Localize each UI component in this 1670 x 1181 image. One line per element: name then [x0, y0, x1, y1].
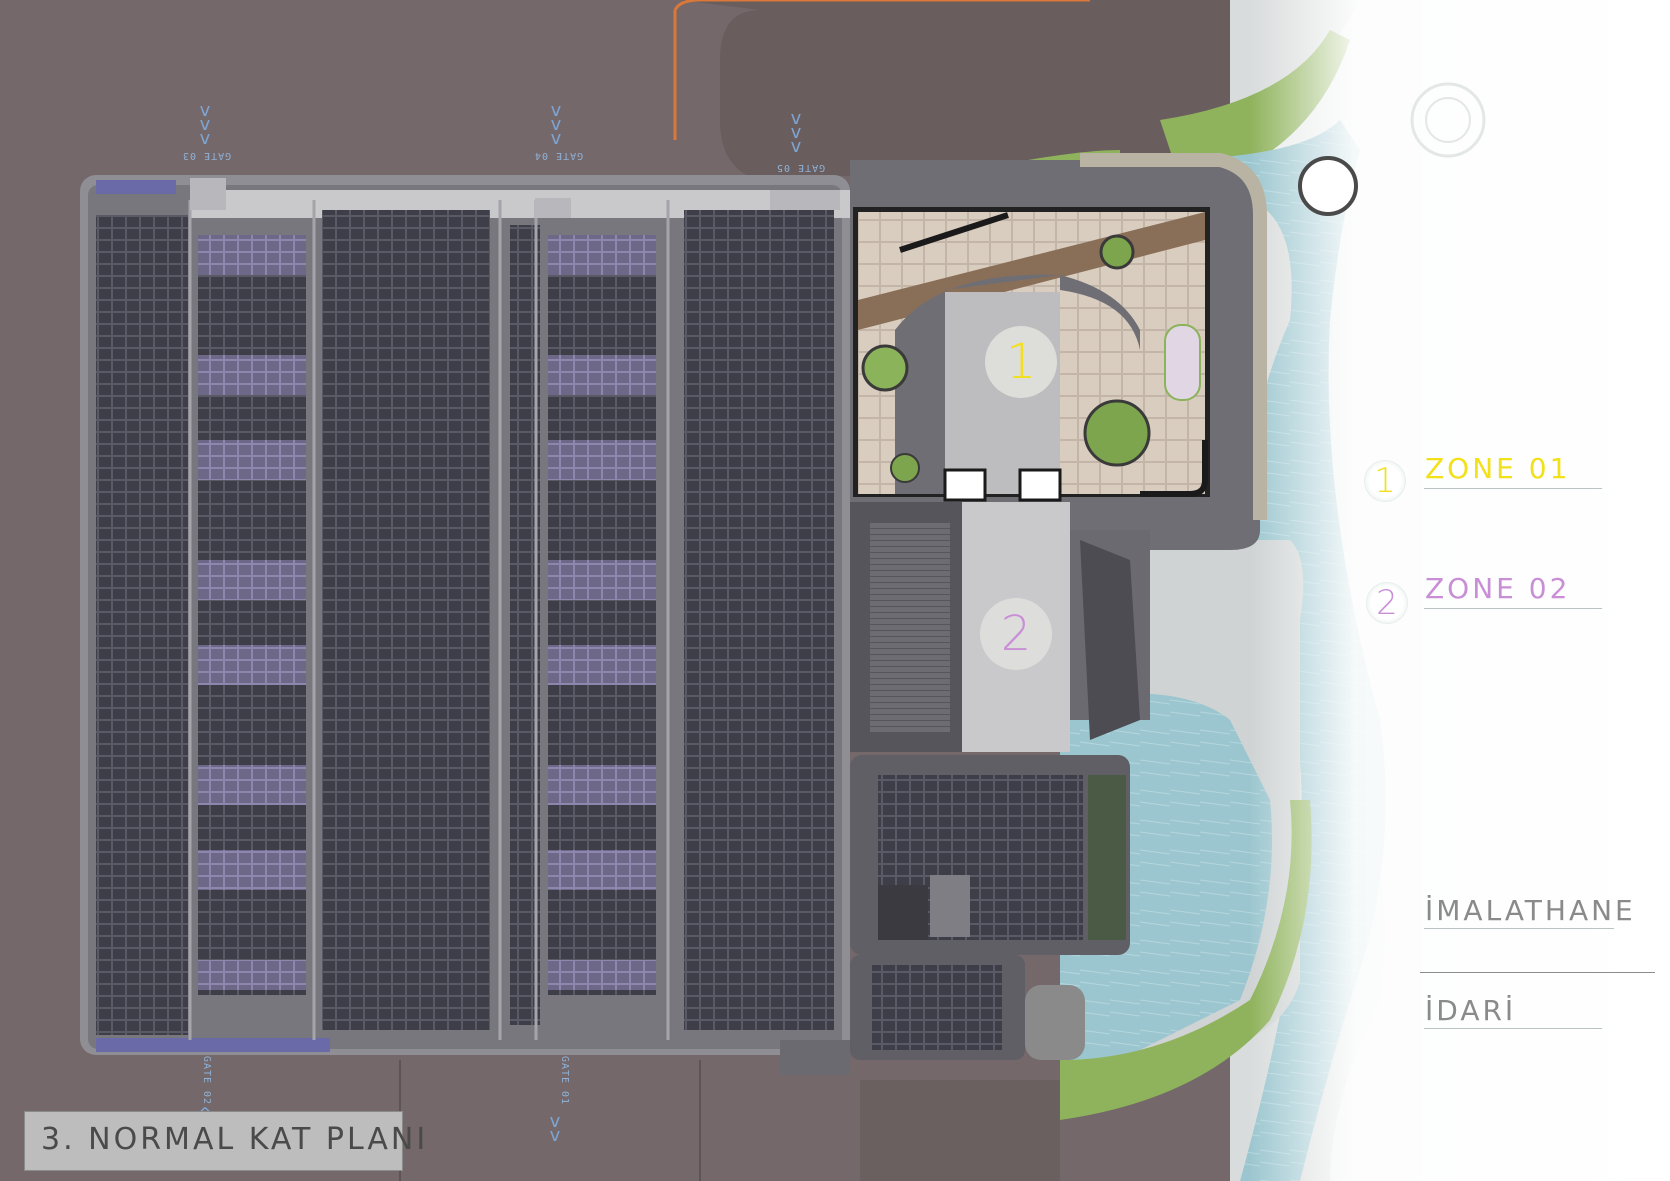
legend-admin-underline [1424, 1028, 1602, 1029]
solar-block-1 [96, 215, 188, 1035]
gate03-label[interactable]: GATE 03 [182, 150, 232, 161]
gate04-label[interactable]: GATE 04 [534, 150, 584, 161]
gate01-label[interactable]: GATE 01 [559, 1055, 571, 1106]
legend-area-admin[interactable]: İDARİ [1425, 994, 1517, 1027]
zone2-marker-number: 2 [1000, 606, 1032, 662]
plan-title-box: 3. NORMAL KAT PLANI [24, 1111, 425, 1171]
legend-zone2-label[interactable]: ZONE 02 [1425, 572, 1571, 605]
round-pavilion [1298, 156, 1358, 216]
legend-zone2-underline [1424, 608, 1602, 609]
legend-zone1-label[interactable]: ZONE 01 [1425, 452, 1571, 485]
legend-zone1-underline [1424, 488, 1602, 489]
gate05-label[interactable]: GATE 05 [776, 162, 826, 173]
solar-block-5 [684, 210, 834, 1030]
gate02-label[interactable]: GATE 02 [201, 1055, 213, 1106]
legend-separator [1420, 972, 1655, 973]
legend-zone1-number: 1 [1364, 460, 1406, 502]
legend-manufacturing-underline [1424, 928, 1614, 929]
zone1-marker[interactable]: 1 [985, 326, 1057, 398]
road-curb-line [673, 0, 1090, 11]
solar-block-3 [322, 210, 490, 1030]
green-strip-bottom [1060, 800, 1312, 1120]
zone1-marker-number: 1 [1005, 334, 1037, 390]
plan-title: 3. NORMAL KAT PLANI [41, 1122, 429, 1157]
legend-area-manufacturing[interactable]: İMALATHANE [1425, 894, 1636, 927]
zone2-marker[interactable]: 2 [980, 598, 1052, 670]
access-road [680, 0, 1320, 180]
legend-zone2-number: 2 [1366, 582, 1408, 624]
